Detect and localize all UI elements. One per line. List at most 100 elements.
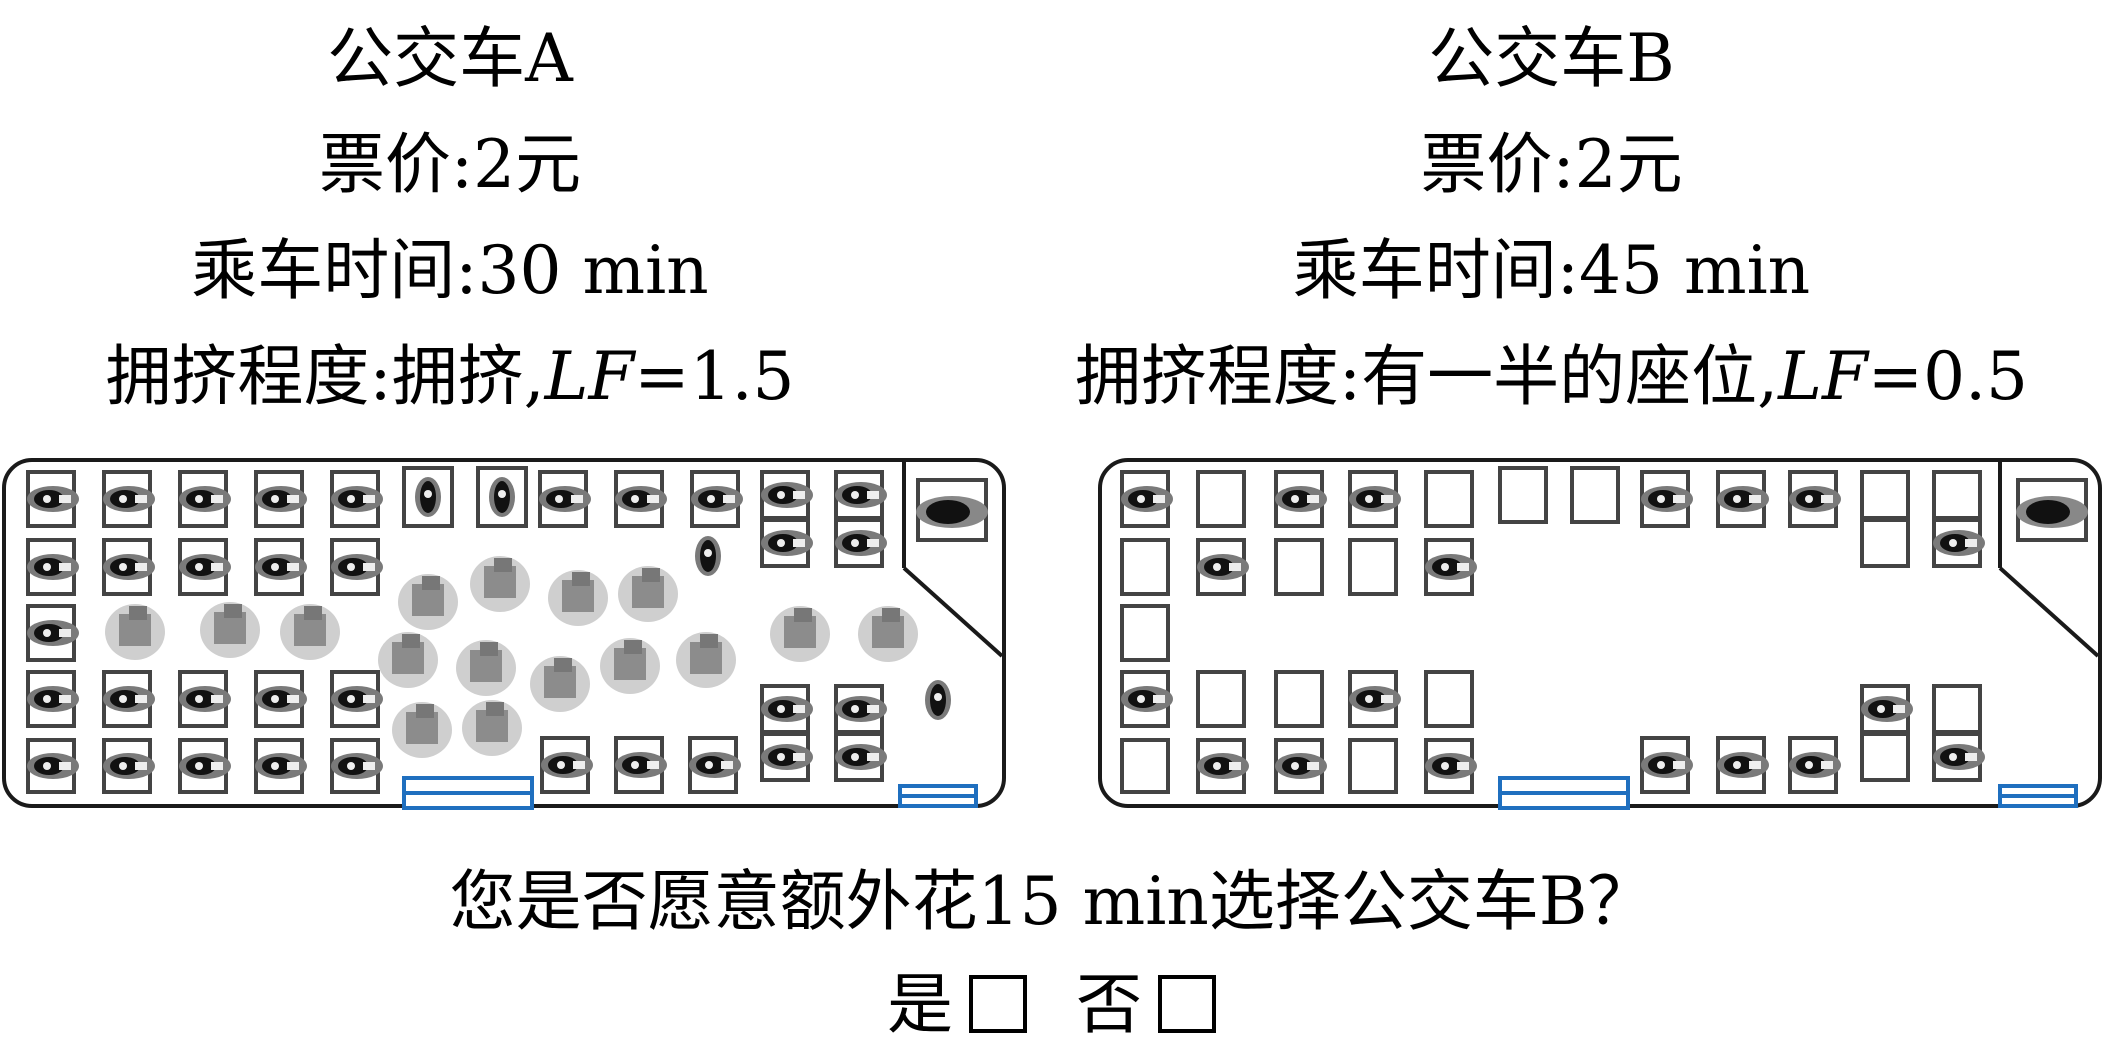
seated-passenger-icon	[835, 482, 887, 508]
seated-passenger-icon	[1349, 686, 1401, 712]
bus-b-info: 公交车B 票价:2元 乘车时间:45 min 拥挤程度:有一半的座位,LF=0.…	[1000, 6, 2103, 430]
bus-b-fare: 票价:2元	[1420, 126, 1683, 203]
bus-a-time: 乘车时间:30 min	[191, 232, 709, 309]
seated-passenger-icon	[835, 530, 887, 556]
bus-b-lf-value: =0.5	[1867, 338, 2029, 415]
bus-b-crowding-text: 拥挤程度:有一半的座位,	[1074, 338, 1779, 415]
seated-passenger-icon	[615, 486, 667, 512]
seat	[1274, 670, 1324, 728]
driver-icon	[916, 478, 988, 542]
bus-a-crowding-text: 拥挤程度:拥挤,	[105, 338, 545, 415]
seated-passenger-icon	[27, 686, 79, 712]
bus-a-crowding: 拥挤程度:拥挤,LF=1.5	[0, 324, 900, 430]
seated-passenger-icon	[835, 744, 887, 770]
seated-passenger-icon	[1641, 486, 1693, 512]
seated-passenger-icon	[27, 486, 79, 512]
seat	[1498, 466, 1548, 524]
driver-icon	[2016, 478, 2088, 542]
option-yes-label: 是	[887, 966, 953, 1043]
seated-passenger-icon	[1425, 554, 1477, 580]
standing-passenger-icon	[676, 632, 736, 688]
seated-passenger-icon	[1789, 752, 1841, 778]
seat	[1860, 732, 1910, 782]
standing-passenger-icon	[378, 632, 438, 688]
option-no-label: 否	[1075, 966, 1142, 1043]
option-no[interactable]: 否	[1076, 960, 1216, 1050]
seated-passenger-icon	[1641, 752, 1693, 778]
seated-passenger-icon	[925, 680, 951, 720]
seated-passenger-icon	[331, 686, 383, 712]
no-checkbox[interactable]	[1157, 975, 1216, 1033]
bus-b-crowding: 拥挤程度:有一半的座位,LF=0.5	[1000, 324, 2103, 430]
seated-passenger-icon	[255, 686, 307, 712]
seated-passenger-icon	[691, 486, 743, 512]
seated-passenger-icon	[1933, 530, 1985, 556]
seated-passenger-icon	[255, 486, 307, 512]
seated-passenger-icon	[103, 486, 155, 512]
bus-b-title: 公交车B	[1428, 20, 1675, 97]
seated-passenger-icon	[1933, 744, 1985, 770]
seated-passenger-icon	[835, 696, 887, 722]
seated-passenger-icon	[689, 752, 741, 778]
standing-passenger-icon	[470, 556, 530, 612]
bus-b-lf-symbol: LF	[1778, 338, 1868, 415]
seated-passenger-icon	[1121, 486, 1173, 512]
seated-passenger-icon	[489, 477, 515, 517]
seated-passenger-icon	[1197, 554, 1249, 580]
standing-passenger-icon	[618, 566, 678, 622]
standing-passenger-icon	[392, 702, 452, 758]
seated-passenger-icon	[761, 482, 813, 508]
seat	[1274, 538, 1324, 596]
standing-passenger-icon	[548, 570, 608, 626]
seat	[1196, 470, 1246, 528]
seat	[1570, 466, 1620, 524]
seated-passenger-icon	[331, 486, 383, 512]
seated-passenger-icon	[1425, 753, 1477, 779]
front-door-line	[1998, 566, 2100, 658]
seated-passenger-icon	[1717, 486, 1769, 512]
seat	[1120, 538, 1170, 596]
seated-passenger-icon	[539, 486, 591, 512]
seated-passenger-icon	[695, 536, 721, 576]
seated-passenger-icon	[1275, 753, 1327, 779]
seat	[1932, 470, 1982, 520]
bus-b-diagram	[1098, 458, 2102, 810]
seated-passenger-icon	[331, 753, 383, 779]
seated-passenger-icon	[761, 696, 813, 722]
seated-passenger-icon	[1349, 486, 1401, 512]
standing-passenger-icon	[456, 640, 516, 696]
seated-passenger-icon	[331, 554, 383, 580]
seat	[1424, 470, 1474, 528]
standing-passenger-icon	[200, 602, 260, 658]
seated-passenger-icon	[541, 752, 593, 778]
seated-passenger-icon	[615, 752, 667, 778]
standing-passenger-icon	[530, 656, 590, 712]
seated-passenger-icon	[255, 554, 307, 580]
seat	[1860, 470, 1910, 520]
survey-question: 您是否愿意额外花15 min选择公交车B？	[449, 863, 1654, 940]
standing-passenger-icon	[770, 606, 830, 662]
option-yes[interactable]: 是	[887, 960, 1027, 1050]
seated-passenger-icon	[103, 686, 155, 712]
seated-passenger-icon	[179, 753, 231, 779]
seated-passenger-icon	[179, 486, 231, 512]
seated-passenger-icon	[1789, 486, 1841, 512]
seated-passenger-icon	[179, 686, 231, 712]
seated-passenger-icon	[1717, 752, 1769, 778]
seat	[1424, 670, 1474, 728]
front-door-line	[902, 566, 1004, 658]
bus-a-lf-symbol: LF	[544, 338, 635, 415]
bus-a-info: 公交车A 票价:2元 乘车时间:30 min 拥挤程度:拥挤,LF=1.5	[0, 6, 900, 430]
seated-passenger-icon	[27, 753, 79, 779]
seated-passenger-icon	[255, 753, 307, 779]
yes-checkbox[interactable]	[969, 975, 1027, 1033]
seated-passenger-icon	[179, 554, 231, 580]
standing-passenger-icon	[462, 700, 522, 756]
standing-passenger-icon	[600, 638, 660, 694]
seat	[1120, 604, 1170, 662]
seated-passenger-icon	[761, 744, 813, 770]
bus-a-lf-value: =1.5	[634, 338, 795, 415]
seat	[1932, 684, 1982, 734]
seated-passenger-icon	[27, 620, 79, 646]
